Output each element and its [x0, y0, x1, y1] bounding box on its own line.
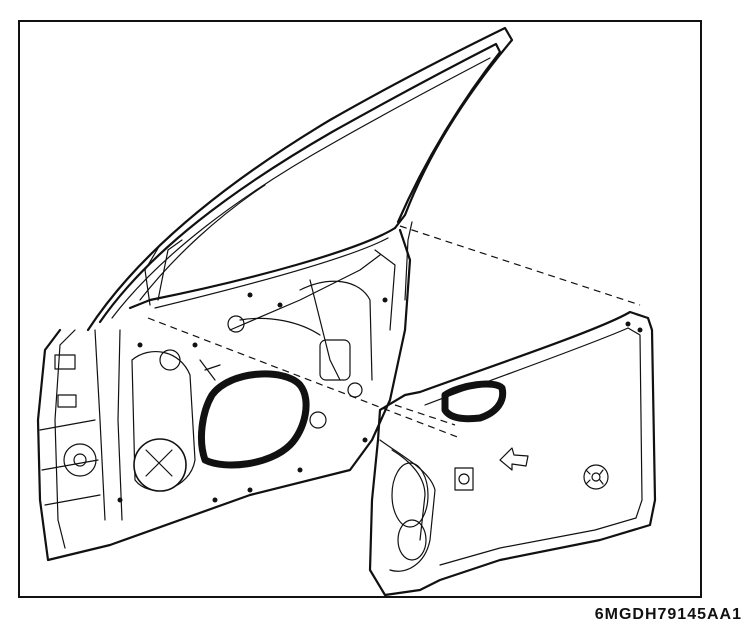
drawing-code: 6MGDH79145AA1	[594, 606, 742, 623]
door-trim-panel	[368, 310, 657, 597]
diagram-border	[18, 20, 702, 598]
exploded-view-guide-lines	[147, 225, 641, 439]
door-window-sash	[86, 26, 514, 332]
inner-door-panel	[36, 228, 412, 562]
